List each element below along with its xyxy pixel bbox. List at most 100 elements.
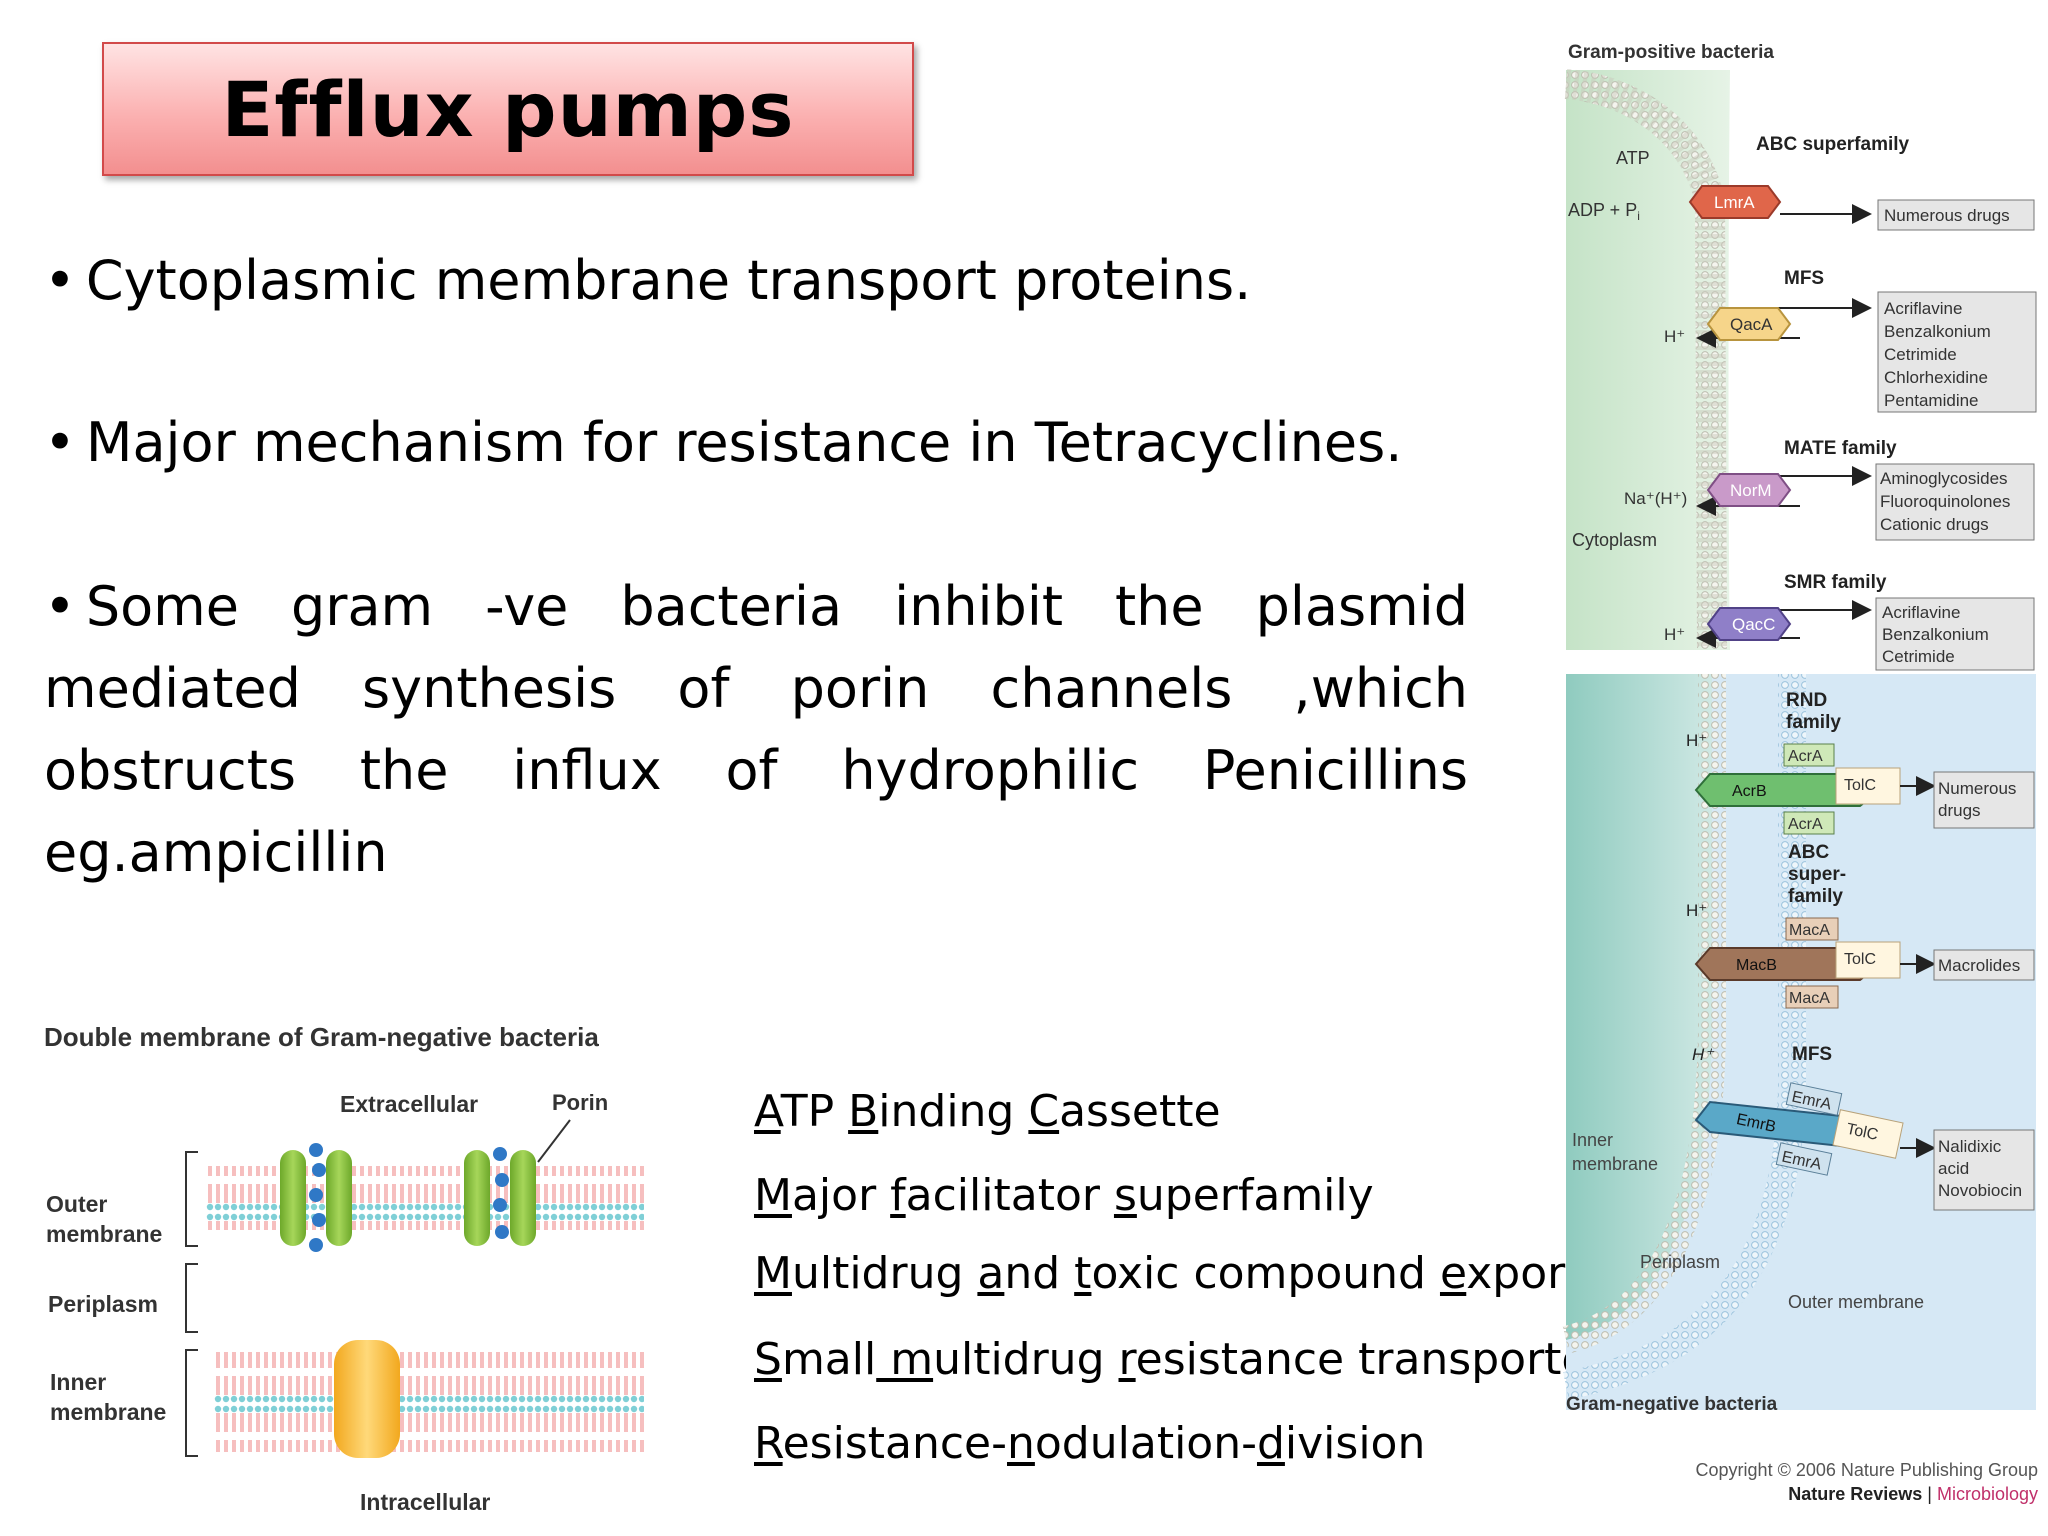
porin-pointer <box>537 1119 571 1163</box>
macb-label: MacB <box>1736 957 1777 974</box>
bullet-2: •Major mechanism for resistance in Tetra… <box>44 402 1402 484</box>
cytoplasm-label: Cytoplasm <box>1572 530 1657 550</box>
porin-label: Porin <box>552 1090 608 1115</box>
extracellular-label: Extracellular <box>340 1091 478 1117</box>
bullet-2-text: Major mechanism for resistance in Tetrac… <box>85 411 1403 474</box>
outer-membrane-bilayer <box>206 1166 644 1230</box>
inner-membrane-label: membrane <box>1572 1154 1658 1174</box>
macrolides-label: Macrolides <box>1938 956 2020 975</box>
tolc-1 <box>1835 767 1901 805</box>
outer-membrane-bracket <box>185 1151 198 1247</box>
tolc-label: TolC <box>1844 951 1876 968</box>
na-h-label: Na⁺(H⁺) <box>1624 489 1687 508</box>
intracellular-label: Intracellular <box>360 1489 490 1515</box>
tolc-label: TolC <box>1844 777 1876 794</box>
h-plus-5: H⁺ <box>1692 1045 1715 1064</box>
bullet-3-text: Some gram -ve bacteria inhibit the plasm… <box>44 575 1468 884</box>
numerous-drugs-label-2: Numerous <box>1938 779 2016 798</box>
abbr-abc: ATP Binding Cassette <box>754 1086 1221 1137</box>
efflux-pump-families-diagram: Gram-positive bacteria ABC superfamily A… <box>1562 42 2038 1504</box>
mate-family-label: MATE family <box>1784 438 1897 459</box>
mfs-drug: Cetrimide <box>1884 345 1957 364</box>
title-banner: Efflux pumps <box>102 42 914 176</box>
smr-drug: Benzalkonium <box>1882 625 1989 644</box>
inner-membrane-bilayer <box>214 1352 644 1452</box>
outer-membrane-label-2: membrane <box>46 1221 162 1247</box>
abbr-rnd: Resistance-nodulation-division <box>754 1418 1426 1469</box>
acra-bottom <box>1783 811 1835 835</box>
porin-protein <box>280 1150 306 1246</box>
qaca-label: QacA <box>1730 315 1773 334</box>
gram-positive-label: Gram-positive bacteria <box>1568 42 1774 63</box>
abbr-mfs: Major facilitator superfamily <box>754 1170 1374 1221</box>
mfs-drug: Chlorhexidine <box>1884 368 1988 387</box>
macrolides-box <box>1933 949 2035 981</box>
acra-label: AcrA <box>1788 748 1823 765</box>
bullet-dot: • <box>44 575 76 638</box>
tolc-3 <box>1832 1109 1904 1159</box>
bullet-1: •Cytoplasmic membrane transport proteins… <box>44 240 1251 322</box>
inner-membrane-bracket <box>185 1349 198 1457</box>
abbr-smr: Small multidrug resistance transporters <box>754 1334 1630 1385</box>
abc-superfamily-label: ABC superfamily <box>1756 134 1910 155</box>
h-plus-3: H⁺ <box>1686 731 1707 750</box>
copyright-text: Copyright © 2006 Nature Publishing Group <box>1696 1460 2038 1480</box>
inner-membrane-label: Inner <box>1572 1130 1613 1150</box>
maca-top <box>1785 917 1839 941</box>
numerous-drugs-label-1: Numerous drugs <box>1884 206 2010 225</box>
adp-label: ADP + Pi <box>1568 200 1640 223</box>
maca-label: MacA <box>1789 990 1830 1007</box>
mfs-drug: Pentamidine <box>1884 391 1979 410</box>
numerous-drugs-box-2 <box>1933 771 2035 829</box>
porin-protein <box>464 1150 490 1246</box>
smr-drug: Cetrimide <box>1882 647 1955 666</box>
mfs2-drugs-box <box>1933 1129 2035 1211</box>
mfs2-drug: acid <box>1938 1159 1969 1178</box>
maca-label: MacA <box>1789 922 1830 939</box>
bullet-dot: • <box>44 411 76 474</box>
slide-title: Efflux pumps <box>221 64 795 154</box>
solute-molecules <box>309 1143 509 1252</box>
inner-membrane-label-2: membrane <box>50 1399 166 1425</box>
smr-drug: Acriflavine <box>1882 603 1960 622</box>
bullet-3: •Some gram -ve bacteria inhibit the plas… <box>44 566 1468 894</box>
mfs-drug: Benzalkonium <box>1884 322 1991 341</box>
outer-membrane-label-1: Outer <box>46 1191 107 1217</box>
h-plus-2: H⁺ <box>1664 625 1685 644</box>
numerous-drugs-box-1 <box>1877 199 2035 231</box>
mfs2-drug: Nalidixic <box>1938 1137 2002 1156</box>
bullet-dot: • <box>44 249 76 312</box>
abc-super-label: family <box>1788 886 1843 907</box>
tolc-label: TolC <box>1845 1121 1880 1144</box>
mate-drug: Fluoroquinolones <box>1880 492 2010 511</box>
emra-top <box>1785 1082 1843 1116</box>
emra-bottom <box>1775 1142 1833 1176</box>
rnd-label: RND <box>1786 690 1827 711</box>
abbr-mate: Multidrug and toxic compound exporter <box>754 1248 1628 1299</box>
acra-top <box>1783 743 1835 767</box>
maca-bottom <box>1785 985 1839 1009</box>
atp-label: ATP <box>1616 148 1650 168</box>
porin-protein <box>326 1150 352 1246</box>
norm-label: NorM <box>1730 481 1772 500</box>
qaca-pump <box>1706 307 1792 341</box>
numerous-drugs-label-2: drugs <box>1938 801 1981 820</box>
diagram-title: Double membrane of Gram-negative bacteri… <box>44 1022 599 1052</box>
porin-protein <box>510 1150 536 1246</box>
acra-label: AcrA <box>1788 816 1823 833</box>
h-plus-1: H⁺ <box>1664 327 1685 346</box>
qacc-label: QacC <box>1732 615 1775 634</box>
gram-negative-cytoplasm <box>1566 674 1712 1340</box>
abc-super-label: ABC <box>1788 842 1829 863</box>
lmra-label: LmrA <box>1714 193 1755 212</box>
mate-drug: Cationic drugs <box>1880 515 1989 534</box>
outer-membrane-label-right: Outer membrane <box>1788 1292 1924 1312</box>
mfs2-drug: Novobiocin <box>1938 1181 2022 1200</box>
qacc-pump <box>1706 607 1792 641</box>
mfs-drugs-box <box>1877 291 2037 413</box>
smr-drugs-box <box>1875 597 2035 671</box>
cytoplasm-region <box>1566 70 1730 650</box>
lmra-pump <box>1688 185 1782 219</box>
rnd-label: family <box>1786 712 1841 733</box>
mate-drug: Aminoglycosides <box>1880 469 2008 488</box>
